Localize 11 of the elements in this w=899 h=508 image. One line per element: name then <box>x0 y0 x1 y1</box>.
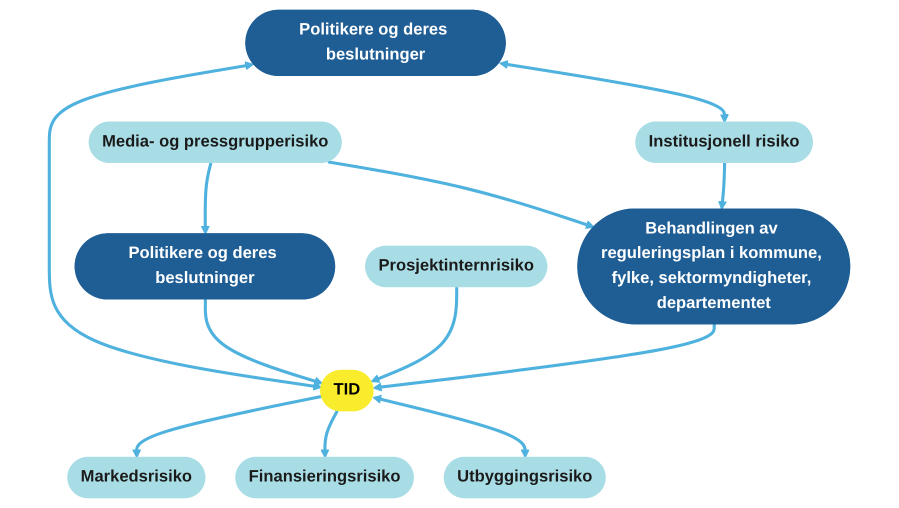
arrow <box>718 162 728 210</box>
arrow <box>320 410 339 458</box>
arrow <box>372 394 530 458</box>
arrow <box>370 287 458 383</box>
arrow <box>200 162 212 235</box>
arrow <box>372 324 716 392</box>
arrow <box>132 394 322 458</box>
arrow <box>499 60 729 123</box>
arrow <box>328 160 595 229</box>
arrow <box>48 61 322 391</box>
arrow <box>204 300 324 386</box>
